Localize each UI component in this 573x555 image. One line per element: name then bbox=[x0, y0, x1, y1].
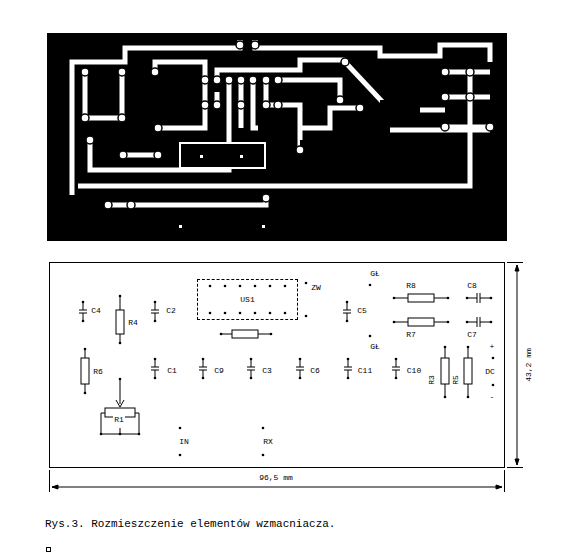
part-label: R3 bbox=[428, 374, 436, 386]
part-label: C3 bbox=[261, 367, 273, 375]
pcb-copper bbox=[47, 33, 507, 241]
part-label: R6 bbox=[92, 368, 104, 376]
part-label: C5 bbox=[356, 307, 368, 315]
part-label: R4 bbox=[127, 319, 139, 327]
part-label: ZW bbox=[310, 284, 322, 292]
part-label: GŁ bbox=[369, 270, 381, 278]
part-label: GŁ bbox=[369, 343, 381, 351]
part-label: 43,2 mm bbox=[525, 347, 533, 383]
ic-name: US1 bbox=[238, 296, 256, 304]
ic-outline: US1 bbox=[197, 279, 298, 320]
part-label: + bbox=[489, 343, 496, 351]
figure-caption: Rys.3. Rozmieszczenie elementów wzmacnia… bbox=[45, 519, 335, 530]
part-label: C10 bbox=[406, 367, 422, 375]
pads bbox=[82, 282, 495, 457]
part-label: 96,5 mm bbox=[258, 474, 294, 482]
part-label: IN bbox=[178, 438, 190, 446]
part-label: C6 bbox=[309, 367, 321, 375]
part-label: - bbox=[489, 393, 496, 401]
part-label: C11 bbox=[357, 367, 373, 375]
part-label: C9 bbox=[213, 367, 225, 375]
part-label: C7 bbox=[466, 331, 478, 339]
part-label: C8 bbox=[466, 282, 478, 290]
part-label: C2 bbox=[165, 307, 177, 315]
part-label: DC bbox=[484, 368, 496, 376]
part-label: R1 bbox=[113, 416, 125, 424]
part-label: C4 bbox=[90, 307, 102, 315]
placement-drawing bbox=[47, 263, 524, 552]
part-label: C1 bbox=[166, 367, 178, 375]
part-label: R5 bbox=[452, 374, 460, 386]
part-label: RX bbox=[262, 438, 274, 446]
part-label: R7 bbox=[405, 331, 417, 339]
part-label: R8 bbox=[405, 282, 417, 290]
